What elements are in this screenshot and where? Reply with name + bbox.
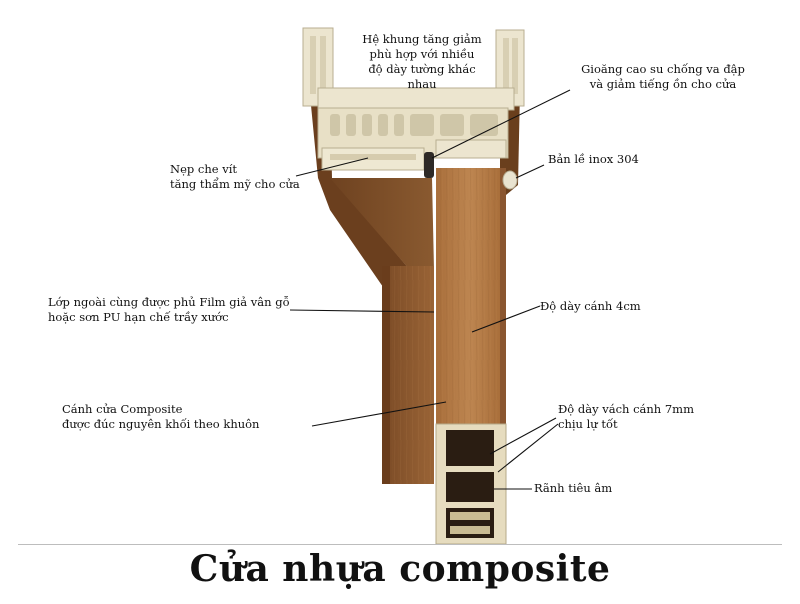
label-cover-strip-line-2: tăng thẩm mỹ cho cửa xyxy=(170,177,300,191)
label-leaf-thickness-line-1: Độ dày cánh 4cm xyxy=(540,299,641,313)
label-wall-thickness-line-1: Độ dày vách cánh 7mm xyxy=(558,402,694,416)
leader-lines xyxy=(289,89,571,490)
label-gasket-line-1: Gioăng cao su chống va đập xyxy=(581,62,745,76)
page-title: Cửa nhựa composite xyxy=(189,548,611,590)
pvc-frame-profile xyxy=(302,27,525,178)
label-hinge-line-1: Bản lề inox 304 xyxy=(548,152,639,166)
label-composite-leaf: Cánh cửa Composite được đúc nguyên khối … xyxy=(62,402,259,432)
label-sound-groove-line-1: Rãnh tiêu âm xyxy=(534,481,613,495)
label-frame-line-3: độ dày tường khác xyxy=(368,62,476,76)
leader-cover-strip xyxy=(295,157,369,177)
label-sound-groove: Rãnh tiêu âm xyxy=(534,481,612,496)
leader-hinge xyxy=(515,164,545,179)
leader-gasket xyxy=(431,89,571,159)
door-jamb xyxy=(382,266,434,484)
label-outer-layer: Lớp ngoài cùng được phủ Film giả vân gỗ … xyxy=(48,295,290,325)
label-outer-layer-line-2: hoặc sơn PU hạn chế trầy xước xyxy=(48,310,229,324)
label-cover-strip: Nẹp che vít tăng thẩm mỹ cho cửa xyxy=(170,162,300,192)
leaf-cross-section xyxy=(435,423,507,545)
hinge xyxy=(502,170,518,190)
label-composite-leaf-line-1: Cánh cửa Composite xyxy=(62,402,183,416)
label-hinge: Bản lề inox 304 xyxy=(548,152,639,167)
label-wall-thickness-line-2: chịu lự tốt xyxy=(558,417,618,431)
label-gasket: Gioăng cao su chống va đập và giảm tiếng… xyxy=(548,62,778,92)
door-leaf xyxy=(436,168,506,424)
label-cover-strip-line-1: Nẹp che vít xyxy=(170,162,237,176)
label-frame-line-4: nhau xyxy=(407,77,437,91)
leader-leaf-thickness xyxy=(471,305,541,333)
label-composite-leaf-line-2: được đúc nguyên khối theo khuôn xyxy=(62,417,260,431)
leader-wall-b xyxy=(497,423,559,473)
leader-wall-a xyxy=(489,417,557,455)
label-frame-line-2: phù hợp với nhiều xyxy=(369,47,475,61)
label-wall-thickness: Độ dày vách cánh 7mm chịu lự tốt xyxy=(558,402,694,432)
label-frame: Hệ khung tăng giảm phù hợp với nhiều độ … xyxy=(338,32,506,92)
leader-composite xyxy=(311,401,447,427)
divider xyxy=(18,544,782,545)
label-outer-layer-line-1: Lớp ngoài cùng được phủ Film giả vân gỗ xyxy=(48,295,290,309)
label-gasket-line-2: và giảm tiếng ồn cho cửa xyxy=(589,77,737,91)
label-leaf-thickness: Độ dày cánh 4cm xyxy=(540,299,641,314)
leader-outer-layer xyxy=(289,309,435,313)
label-frame-line-1: Hệ khung tăng giảm xyxy=(362,32,482,46)
